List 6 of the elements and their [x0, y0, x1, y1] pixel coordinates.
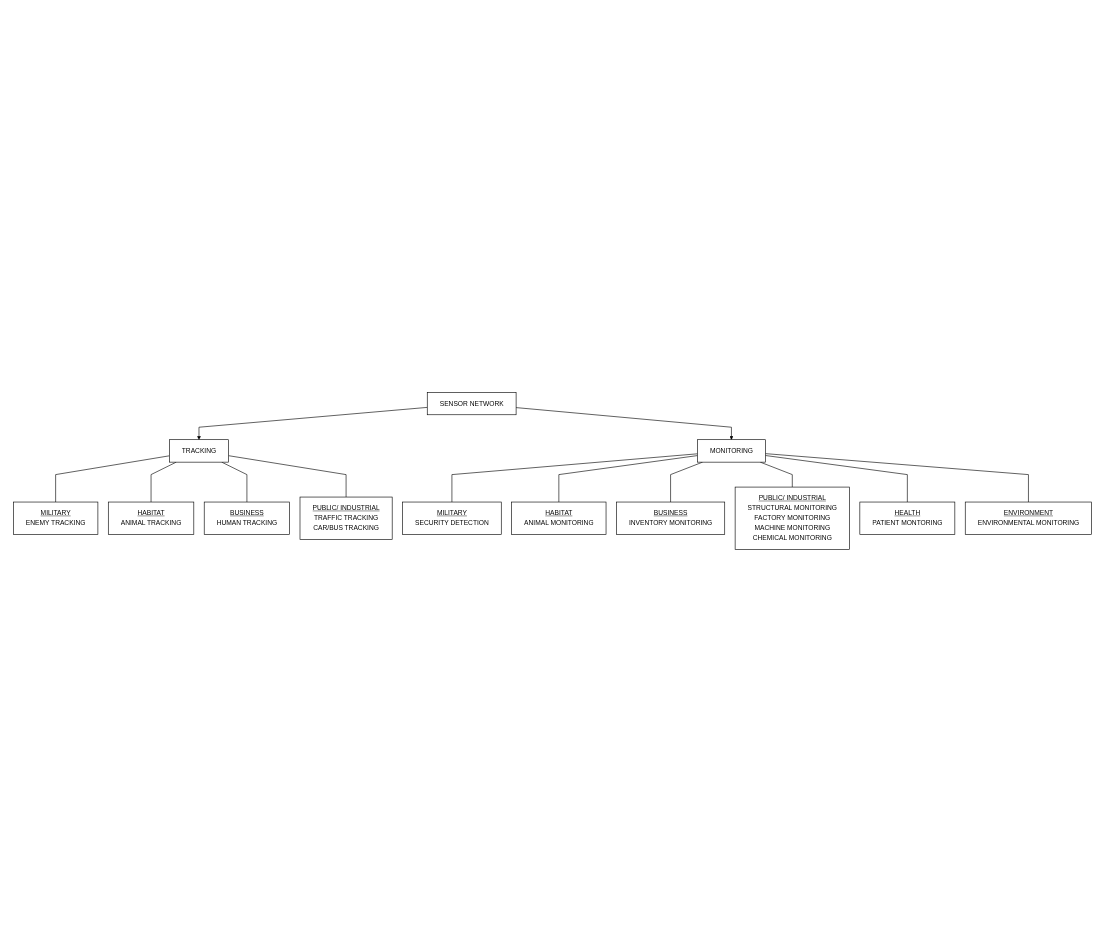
connector — [55, 455, 170, 503]
connector — [228, 455, 347, 498]
connector — [558, 455, 698, 503]
connector — [451, 453, 698, 503]
connector — [765, 453, 1029, 503]
connector — [765, 455, 908, 503]
